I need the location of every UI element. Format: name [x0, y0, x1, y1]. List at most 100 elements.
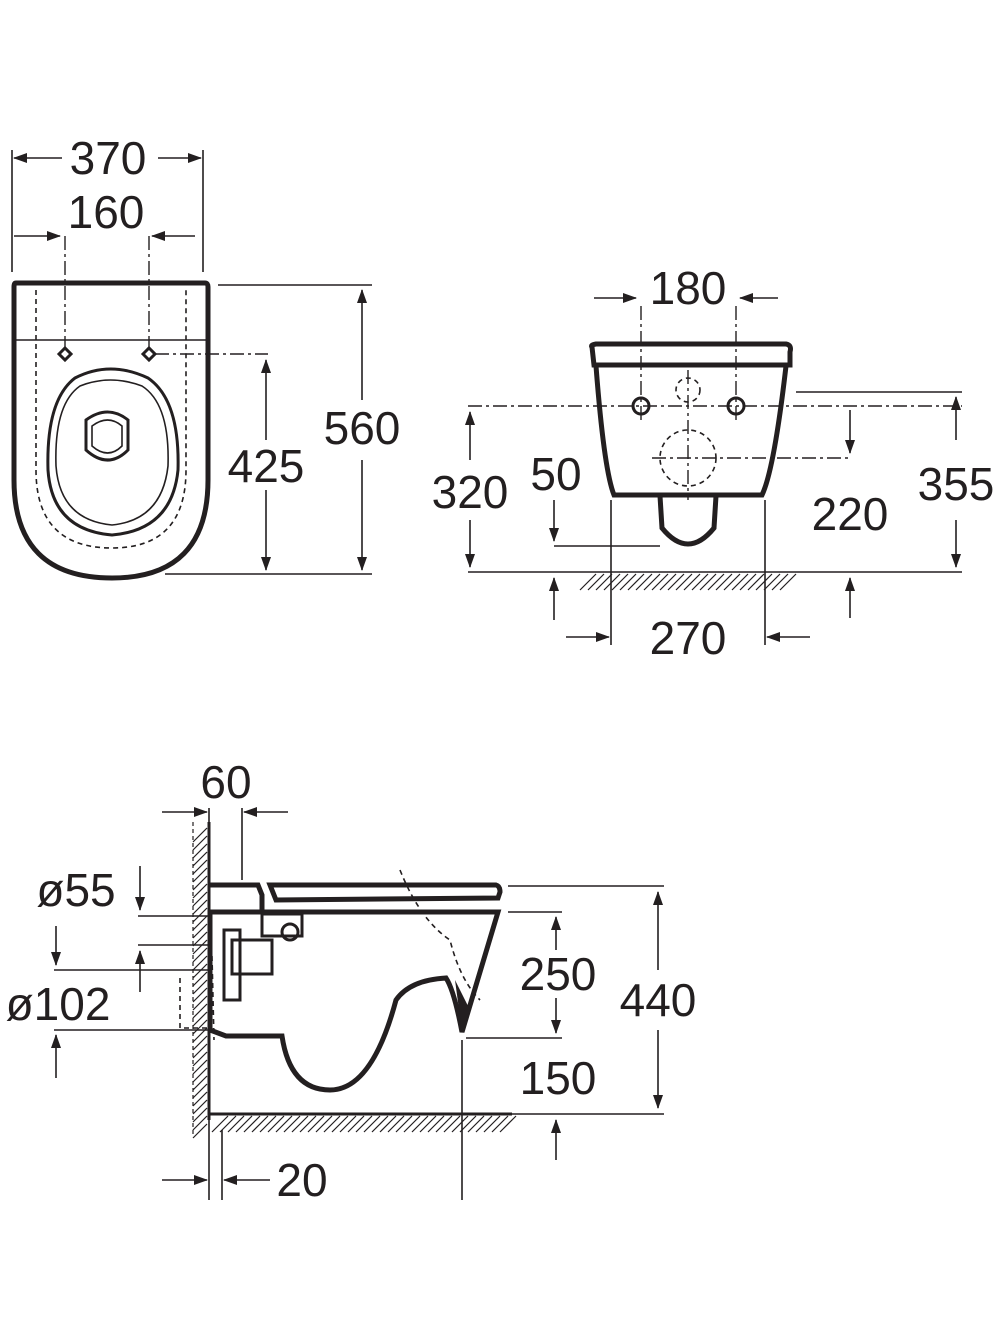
floor-hatch: [403, 1115, 421, 1133]
floor-hatch: [611, 573, 629, 591]
dim-wall-gap: 20: [276, 1154, 327, 1206]
wall-hatch: [192, 995, 208, 1011]
floor-hatch: [339, 1115, 357, 1133]
wall-hatch: [192, 1011, 208, 1027]
dim-floor-to-fixings: 320: [432, 466, 509, 518]
wall-hatch: [192, 1115, 208, 1131]
wall-hatch: [192, 1059, 208, 1075]
floor-hatch: [347, 1115, 365, 1133]
floor-hatch: [443, 1115, 461, 1133]
wall-hatch: [192, 891, 208, 907]
seat-lid: [266, 882, 503, 903]
dim-wall-offset: 60: [200, 756, 251, 808]
wall-hatch: [192, 1107, 208, 1123]
dim-rim-to-outlet: 250: [520, 948, 597, 1000]
wall-hatch: [192, 1019, 208, 1035]
dim-fixing-to-front: 425: [228, 440, 305, 492]
dim-fixing-spacing: 180: [650, 262, 727, 314]
outlet-spigot: [657, 495, 719, 547]
wall-hatch: [192, 963, 208, 979]
side-view: 60 ø55 ø102: [6, 756, 697, 1206]
hinge-pivot: [280, 922, 300, 942]
wall-hatch: [192, 875, 208, 891]
drain-outlet: [84, 410, 130, 462]
floor-hatch: [251, 1115, 269, 1133]
floor-hatch: [667, 573, 685, 591]
wall-hatch: [192, 923, 208, 939]
floor-hatch: [363, 1115, 381, 1133]
wall-hatch: [192, 899, 208, 915]
dim-base-width: 270: [650, 612, 727, 664]
wall-hatch: [192, 1099, 208, 1115]
wall-hatch: [192, 939, 208, 955]
floor-hatch: [659, 573, 677, 591]
floor-hatch: [227, 1115, 245, 1133]
floor-hatch: [307, 1115, 325, 1133]
floor-hatch: [675, 573, 693, 591]
dim-width-overall: 370: [70, 132, 147, 184]
floor-hatch: [259, 1115, 277, 1133]
floor-hatch: [419, 1115, 437, 1133]
floor-hatch: [435, 1115, 453, 1133]
floor-hatch: [211, 1115, 229, 1133]
floor-hatch: [243, 1115, 261, 1133]
floor-hatch: [635, 573, 653, 591]
floor-hatch: [411, 1115, 429, 1133]
floor-hatch: [627, 573, 645, 591]
wall-hatch: [192, 1003, 208, 1019]
wall-hatch: [192, 883, 208, 899]
floor-hatch: [603, 573, 621, 591]
wall-hatch: [192, 1075, 208, 1091]
floor-hatch: [579, 573, 597, 591]
floor-hatch: [283, 1115, 301, 1133]
wall-hatch: [192, 859, 208, 875]
floor-hatch: [387, 1115, 405, 1133]
floor-hatch: [699, 573, 717, 591]
wall-hatch: [192, 843, 208, 859]
floor-hatch: [267, 1115, 285, 1133]
floor-hatch: [715, 573, 733, 591]
wall-hatch: [192, 1067, 208, 1083]
floor-hatch: [771, 573, 789, 591]
floor-hatch: [235, 1115, 253, 1133]
floor-hatch: [299, 1115, 317, 1133]
wall-hatch: [192, 955, 208, 971]
floor-hatch: [291, 1115, 309, 1133]
floor-hatch: [779, 573, 797, 591]
floor-hatch: [315, 1115, 333, 1133]
floor-hatch: [763, 573, 781, 591]
dim-outlet-height: 50: [530, 448, 581, 500]
fixing-point: [56, 345, 74, 363]
front-view: 180 320 50 220 35: [432, 262, 995, 664]
dim-floor-to-top: 355: [918, 458, 995, 510]
dim-floor-to-outlet: 150: [520, 1052, 597, 1104]
floor-hatch: [747, 573, 765, 591]
pan-profile: [207, 909, 502, 1093]
floor-hatch: [707, 573, 725, 591]
wall-hatch: [192, 907, 208, 923]
floor-hatch: [731, 573, 749, 591]
dim-floor-to-top: 440: [620, 974, 697, 1026]
dim-outlet-diameter: ø102: [6, 978, 111, 1030]
floor-hatch: [619, 573, 637, 591]
wall-hatch: [192, 1043, 208, 1059]
floor-hatch: [651, 573, 669, 591]
wall-hatch: [192, 971, 208, 987]
floor-hatch: [451, 1115, 469, 1133]
floor-hatch: [643, 573, 661, 591]
wall-hatch: [192, 1091, 208, 1107]
fixing-point: [140, 345, 158, 363]
floor-hatch: [475, 1115, 493, 1133]
wall-hatch: [192, 827, 208, 843]
floor-hatch: [755, 573, 773, 591]
wall-hatch: [192, 979, 208, 995]
floor-hatch: [331, 1115, 349, 1133]
wall-hatch: [192, 867, 208, 883]
wall-hatch: [192, 987, 208, 1003]
inlet-connector: [230, 938, 274, 976]
floor-hatch: [491, 1115, 509, 1133]
floor-hatch: [739, 573, 757, 591]
wall-hatch: [192, 1051, 208, 1067]
dim-depth-overall: 560: [324, 402, 401, 454]
floor-hatch: [499, 1115, 517, 1133]
